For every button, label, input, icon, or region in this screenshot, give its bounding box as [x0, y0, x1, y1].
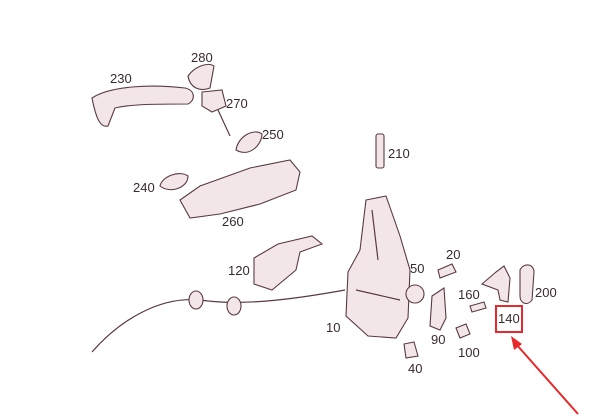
part-40-bolt: [403, 341, 419, 359]
part-100-bolt: [455, 323, 471, 339]
part-160-screw: [469, 301, 487, 313]
bowden-cable: [91, 289, 346, 353]
label-160: 160: [458, 287, 480, 302]
highlight-arrow: [515, 343, 579, 415]
part-240-gasket: [159, 173, 189, 191]
label-210: 210: [388, 146, 410, 161]
part-250-gasket: [235, 131, 263, 153]
part-210-pin: [375, 133, 385, 169]
part-270-lock-cylinder: [201, 89, 227, 113]
label-10: 10: [326, 320, 340, 335]
part-140-striker: [480, 265, 511, 303]
label-50: 50: [410, 261, 424, 276]
part-50-grommet: [405, 284, 425, 304]
part-230-outer-handle: [91, 85, 194, 127]
label-230: 230: [110, 71, 132, 86]
part-10-door-lock: [345, 195, 411, 339]
part-20-screw: [437, 263, 457, 279]
part-280-cap: [187, 63, 215, 91]
part-120-bracket: [253, 235, 324, 291]
label-260: 260: [222, 214, 244, 229]
label-250: 250: [262, 127, 284, 142]
label-200: 200: [535, 285, 557, 300]
part-260-handle-carrier: [179, 159, 301, 219]
label-140: 140: [498, 311, 520, 326]
label-120: 120: [228, 263, 250, 278]
part-90-bracket: [429, 287, 447, 331]
label-100: 100: [458, 345, 480, 360]
label-280: 280: [191, 50, 213, 65]
arrow-head-icon: [511, 336, 522, 350]
label-270: 270: [226, 96, 248, 111]
label-240: 240: [133, 180, 155, 195]
label-20: 20: [446, 247, 460, 262]
part-200-plate: [519, 264, 535, 305]
highlight-box: [495, 305, 523, 333]
label-90: 90: [431, 332, 445, 347]
label-40: 40: [408, 361, 422, 376]
